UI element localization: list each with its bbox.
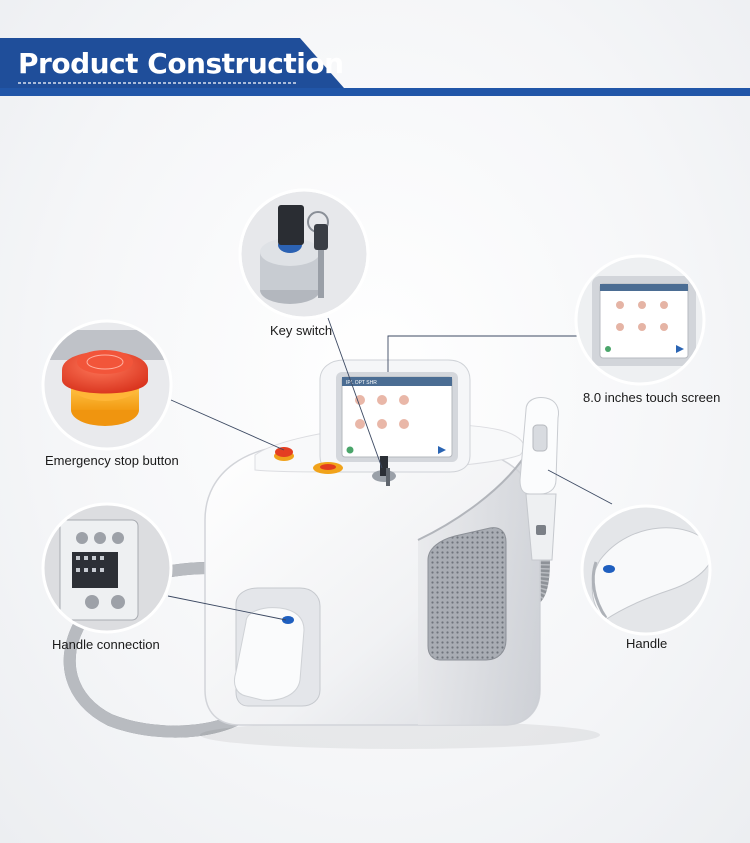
power-indicator (313, 462, 343, 474)
detail-touch-screen (574, 254, 706, 386)
label-handle: Handle (626, 636, 668, 651)
screen-home-icon[interactable] (346, 446, 354, 454)
touch-screen[interactable]: IPL OPT SHR (341, 376, 453, 458)
label-handle-connection: Handle connection (52, 637, 160, 652)
detail-key-switch (238, 188, 370, 320)
handle-dock (233, 587, 321, 707)
label-key-switch: Key switch (270, 323, 333, 338)
emergency-stop-button[interactable] (274, 447, 294, 461)
detail-handle-connection (41, 502, 173, 634)
key-switch[interactable] (372, 456, 396, 486)
leader-touch-screen (387, 335, 584, 372)
dock-indicator (282, 616, 294, 624)
screen-menu-icons (355, 395, 409, 429)
label-emergency-stop: Emergency stop button (45, 453, 179, 468)
detail-handle (580, 504, 712, 636)
screen-housing: IPL OPT SHR (319, 359, 471, 473)
handpiece[interactable] (519, 397, 559, 561)
screen-next-icon[interactable] (438, 446, 446, 454)
leader-emergency-stop (170, 399, 285, 451)
page-title: Product Construction (18, 47, 344, 80)
leader-lines (167, 317, 613, 621)
leader-handle-connection (167, 595, 287, 621)
screen-header-text: IPL OPT SHR (346, 380, 377, 386)
header-banner-shape (0, 38, 750, 96)
detail-emergency-stop (41, 319, 173, 451)
label-touch-screen: 8.0 inches touch screen (583, 390, 721, 405)
header-banner: Product Construction (0, 0, 750, 100)
leader-handle (547, 469, 613, 505)
leader-key-switch (327, 317, 383, 469)
